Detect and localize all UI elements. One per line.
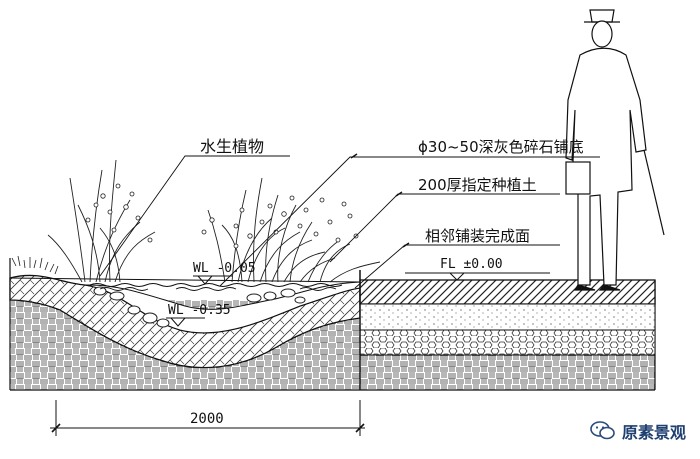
grass-left <box>11 255 59 275</box>
level-marker-fl <box>445 272 465 281</box>
level-wl-low: WL -0.35 <box>168 303 231 318</box>
level-marker-wl-high <box>193 275 232 285</box>
wechat-icon <box>590 421 615 440</box>
label-aquatic-plants: 水生植物 <box>200 137 264 156</box>
watermark: 原素景观 <box>590 419 686 443</box>
leader-ticks <box>350 153 410 248</box>
person-figure <box>565 9 665 291</box>
water-surface <box>89 283 343 291</box>
level-wl-high: WL -0.05 <box>193 261 256 276</box>
dimension-width: 2000 <box>190 411 224 427</box>
watermark-text: 原素景观 <box>621 423 686 442</box>
aquatic-plants <box>47 159 381 283</box>
label-planting-soil: 200厚指定种植土 <box>418 176 537 194</box>
label-paving-finish: 相邻铺装完成面 <box>425 227 530 245</box>
plant-seed-dots <box>85 183 359 249</box>
paving-section <box>359 270 656 390</box>
level-marker-wl-low <box>166 317 205 327</box>
dimension-line <box>50 400 365 436</box>
label-gravel-base: ϕ30~50深灰色碎石铺底 <box>418 138 584 156</box>
level-fl: FL ±0.00 <box>440 257 503 272</box>
